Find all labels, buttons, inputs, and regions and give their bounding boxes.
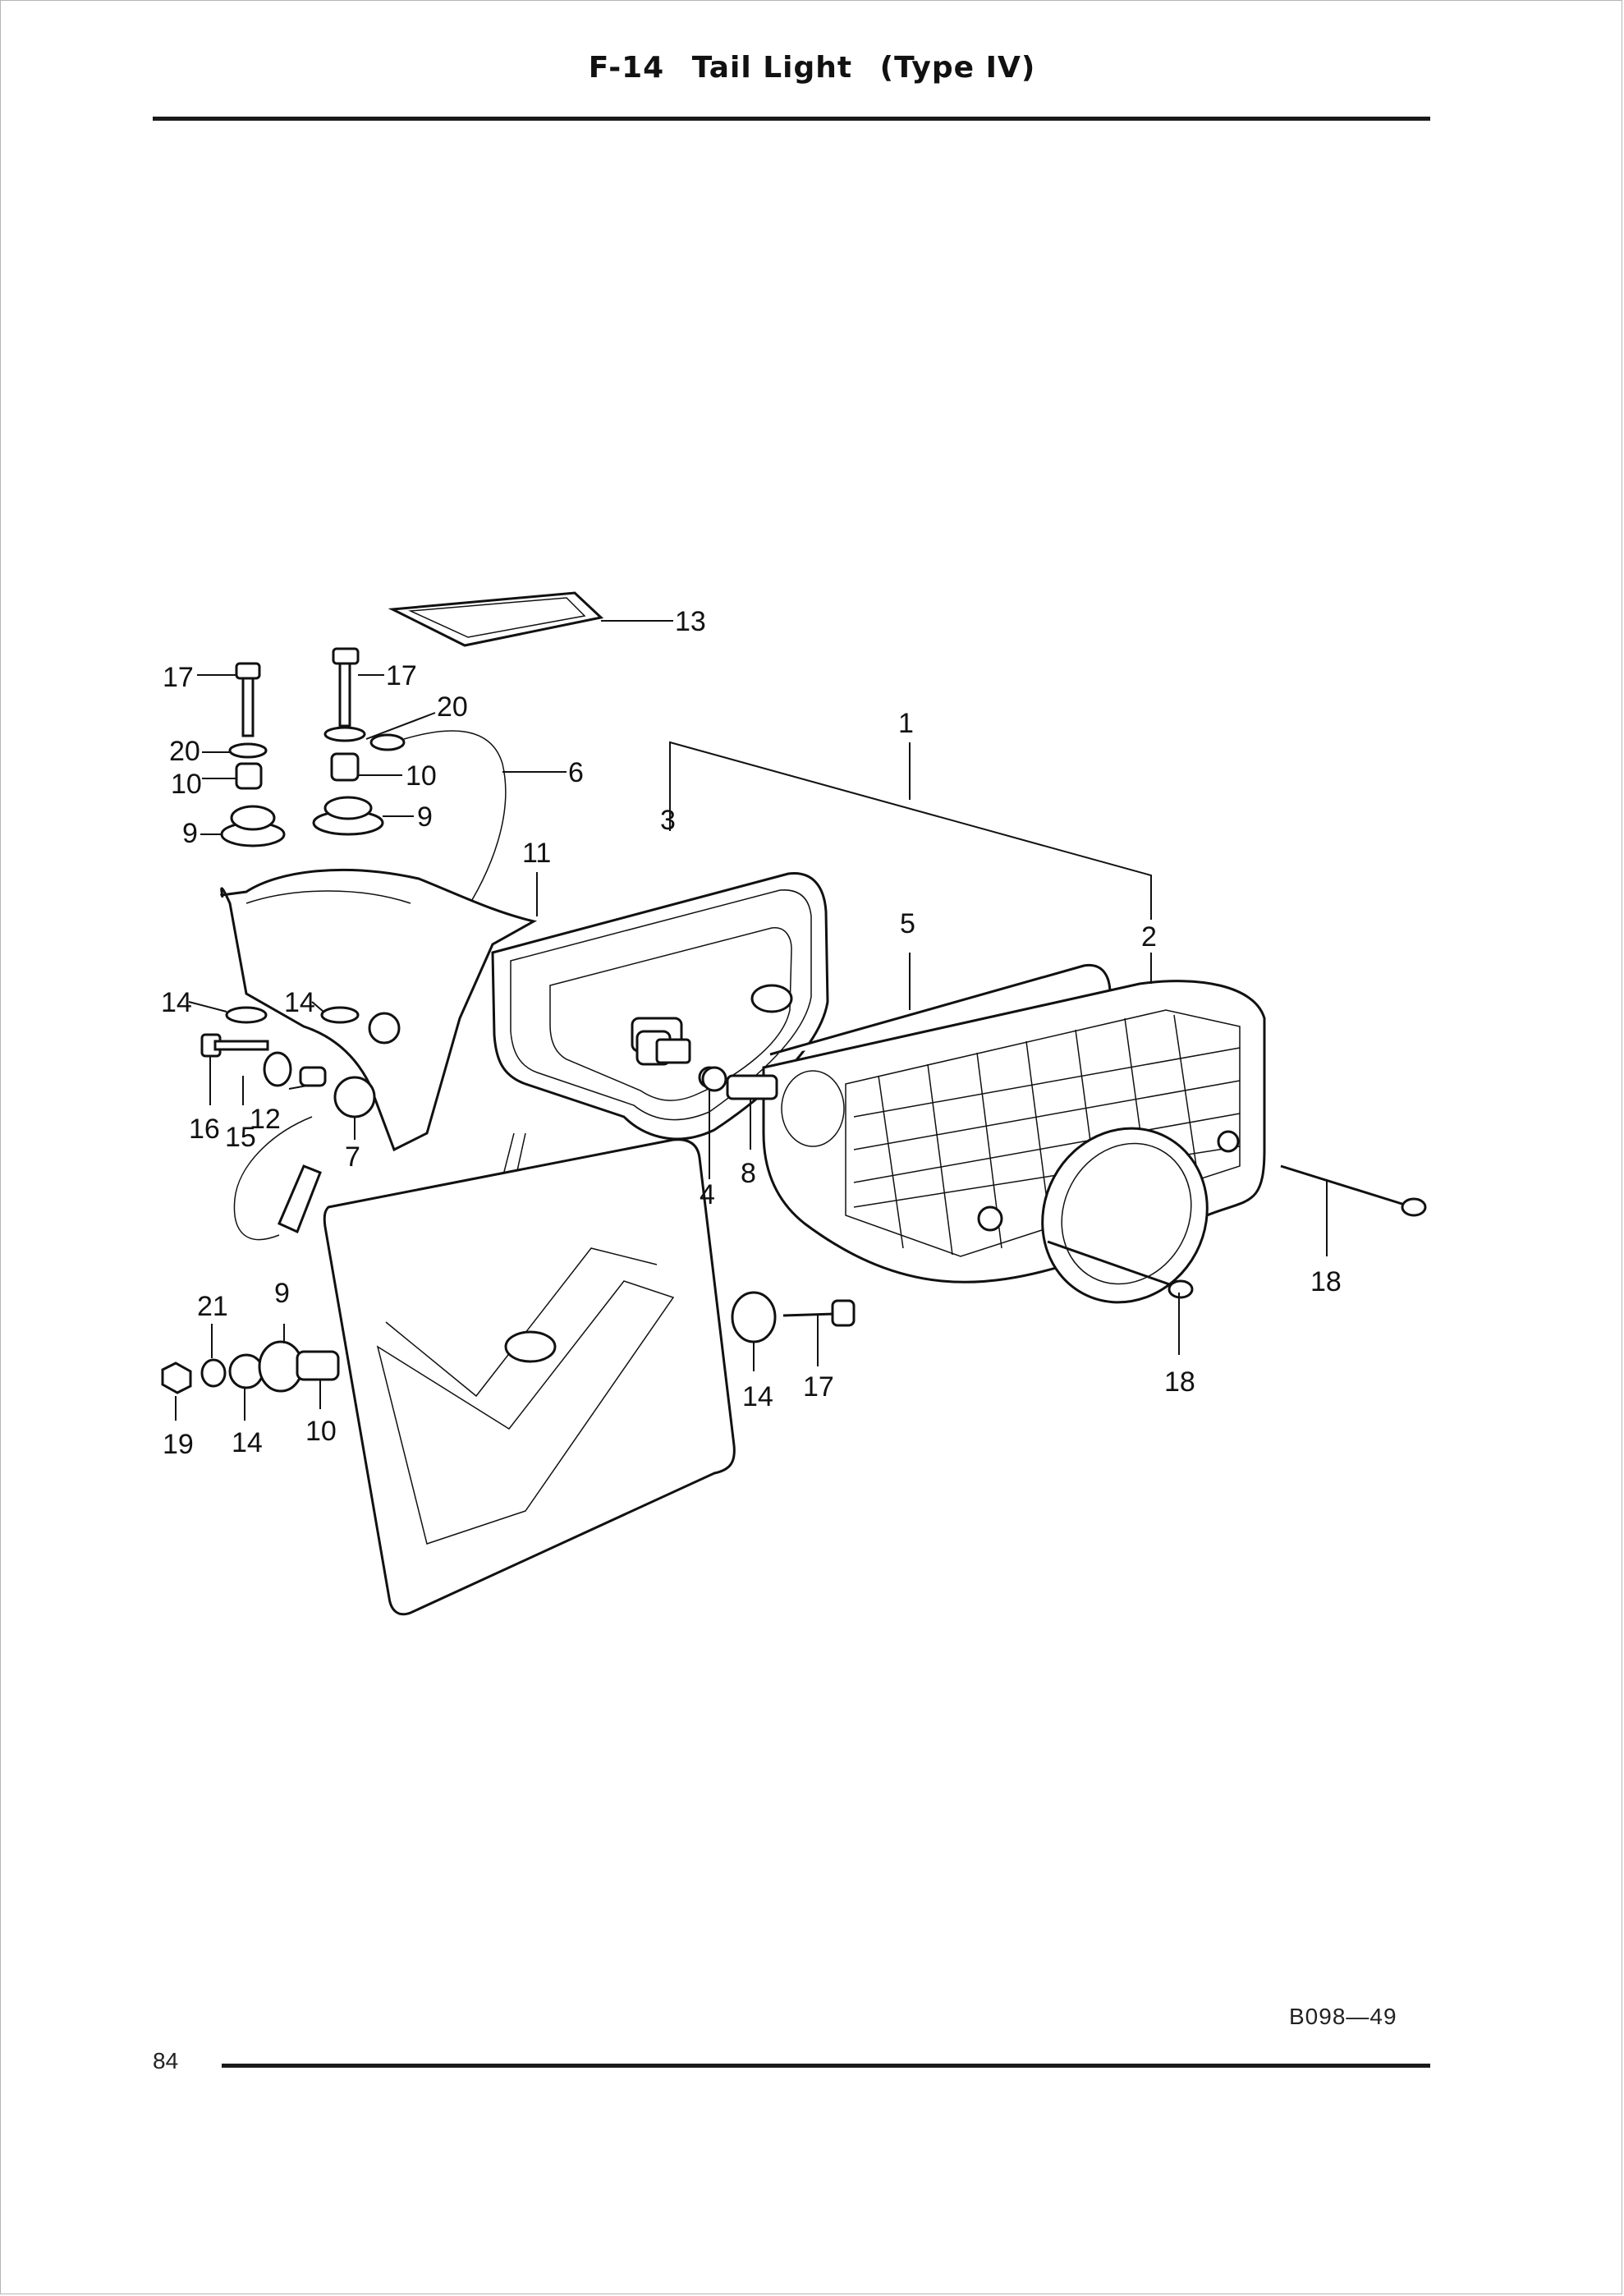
callout-1: 1: [898, 708, 914, 739]
callout-9-right: 9: [417, 801, 433, 833]
part-8-bulb: [726, 1074, 778, 1150]
callout-20-left: 20: [169, 736, 200, 767]
callout-17-left: 17: [163, 662, 194, 693]
callout-21: 21: [197, 1291, 228, 1322]
right-mount-stack: [312, 647, 567, 921]
side-hardware: [188, 1001, 376, 1140]
callout-18-lower: 18: [1164, 1366, 1195, 1398]
page-title: F-14 Tail Light (Type IV): [0, 51, 1624, 85]
reference-code: B098—49: [1289, 2004, 1397, 2029]
left-mount-stack: [197, 662, 286, 847]
wire-connector: [233, 1116, 322, 1241]
callout-3: 3: [660, 805, 676, 836]
callout-7: 7: [345, 1141, 360, 1173]
callout-14-centre: 14: [742, 1381, 773, 1412]
callout-10-left: 10: [171, 769, 202, 800]
callout-17-right: 17: [386, 660, 417, 691]
callout-17-centre: 17: [803, 1371, 834, 1403]
callout-14-lower: 14: [232, 1427, 263, 1458]
footer-rule: [222, 2064, 1430, 2068]
callout-6: 6: [568, 757, 584, 788]
callout-10-right: 10: [406, 760, 437, 792]
callout-5: 5: [900, 908, 915, 939]
part-11-bracket: [219, 868, 538, 1152]
callout-14-mid: 14: [284, 987, 315, 1018]
callout-16: 16: [189, 1114, 220, 1145]
assembly-1-leader: [669, 741, 1152, 920]
callout-13: 13: [675, 606, 706, 637]
callout-8: 8: [741, 1158, 756, 1189]
page-number: 84: [153, 2048, 179, 2073]
callout-14-left: 14: [161, 987, 192, 1018]
callout-15: 15: [225, 1122, 256, 1153]
callout-10-lower: 10: [305, 1416, 337, 1447]
callout-2: 2: [1141, 921, 1157, 953]
part-2-lens: [762, 953, 1266, 1304]
callout-19: 19: [163, 1429, 194, 1460]
part-13-gasket: [388, 591, 673, 647]
figure-code: F-14: [588, 51, 665, 85]
lower-hardware: [161, 1324, 340, 1421]
figure-type: (Type IV): [879, 51, 1036, 85]
callout-4: 4: [700, 1179, 715, 1210]
figure-title: Tail Light: [691, 51, 853, 85]
callout-18-right: 18: [1310, 1266, 1342, 1297]
callout-9-lower: 9: [274, 1278, 290, 1309]
part-18-screws: [1047, 1164, 1427, 1355]
callout-9-left: 9: [182, 818, 198, 849]
header-rule: [153, 117, 1430, 121]
centre-hardware: [731, 1291, 856, 1371]
callout-11: 11: [522, 838, 551, 869]
callout-20-right: 20: [437, 691, 468, 723]
callout-12: 12: [250, 1104, 281, 1135]
license-plate-holder: [323, 1138, 736, 1616]
